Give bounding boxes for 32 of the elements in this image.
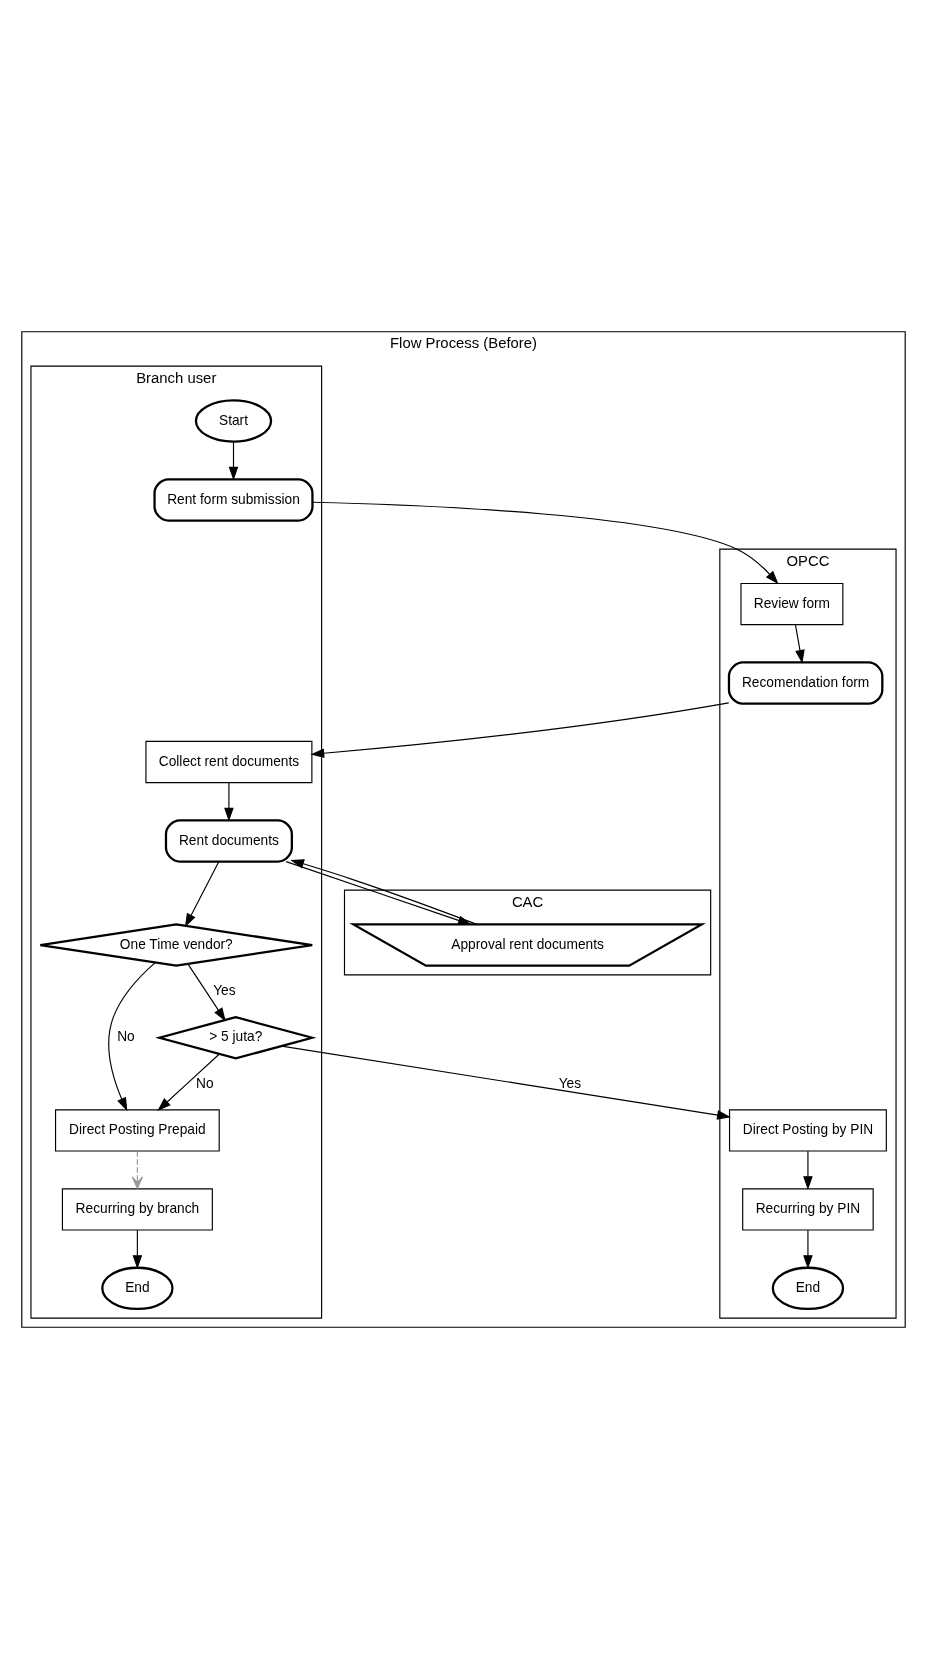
arrow: [132, 1229, 143, 1269]
arrow: [794, 624, 805, 664]
edge-label: Yes: [558, 1075, 582, 1091]
node-ellipse: End: [101, 1266, 174, 1311]
arrow: [157, 1053, 220, 1111]
arrow: [224, 782, 234, 822]
node-box: Recurring by PIN: [742, 1188, 874, 1231]
arrow: [803, 1150, 813, 1191]
edge-label: Yes: [213, 982, 236, 998]
node-box: Rent form submission: [153, 478, 314, 522]
node-ellipse: Start: [194, 399, 273, 443]
node-box: Direct Posting by PIN: [728, 1109, 887, 1152]
node-box: Recomendation form: [727, 661, 884, 705]
arrow: [312, 501, 779, 585]
edge-label: No: [196, 1075, 214, 1091]
arrow: [310, 702, 730, 759]
node-ellipse: End: [771, 1266, 845, 1311]
node-diamond: One Time vendor?: [39, 923, 314, 967]
edge-label: No: [117, 1029, 135, 1045]
arrow: [803, 1229, 813, 1269]
node-diamond: > 5 juta?: [155, 1015, 317, 1060]
arrow: [281, 1045, 731, 1120]
node-box: Review form: [740, 582, 844, 626]
node-box: Recurring by branch: [61, 1188, 213, 1231]
node-box: Direct Posting Prepaid: [55, 1109, 220, 1152]
arrow: [228, 441, 239, 481]
node-box: Rent documents: [164, 819, 293, 863]
arrow: [108, 962, 156, 1112]
node-box: Collect rent documents: [145, 740, 313, 784]
arrow: [187, 963, 226, 1022]
arrow: [131, 1150, 144, 1189]
arrow: [184, 861, 220, 928]
